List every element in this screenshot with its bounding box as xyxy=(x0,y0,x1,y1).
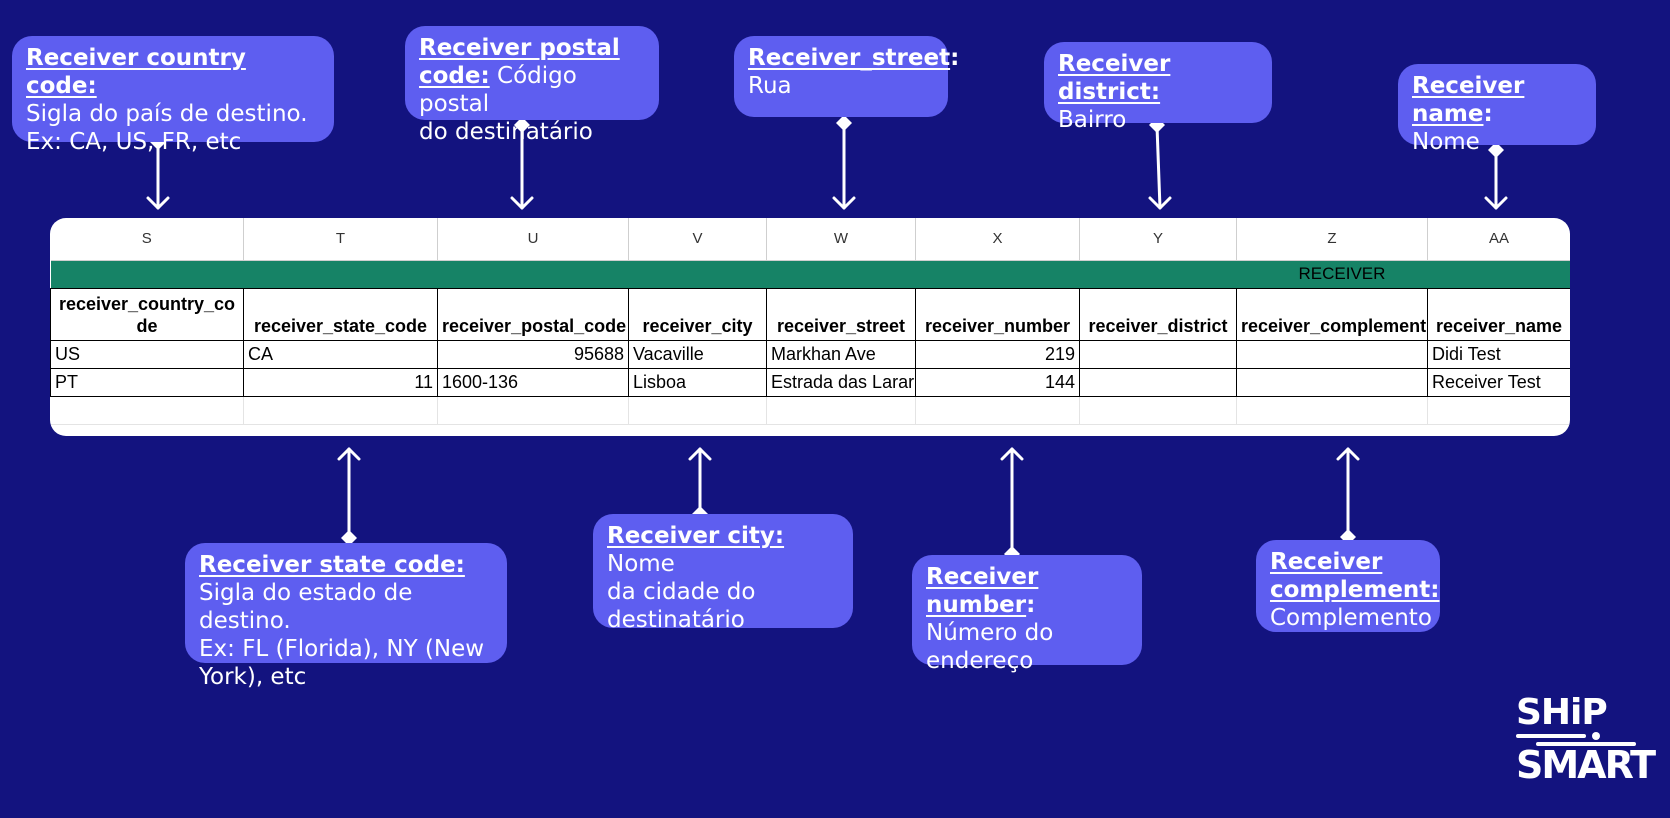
data-cell[interactable]: Estrada das Larar xyxy=(766,367,916,397)
empty-cell[interactable] xyxy=(243,396,438,425)
callout-receiver-postal-code: Receiver postal code: Código postal do d… xyxy=(405,26,659,145)
header-cell[interactable]: receiver_city xyxy=(628,287,767,341)
callout-title: code: xyxy=(419,63,490,89)
data-cell[interactable] xyxy=(1236,339,1428,369)
callout-text: Ex: CA, US, FR, etc xyxy=(26,129,242,155)
callout-text: da cidade do xyxy=(607,579,756,605)
table-row: US CA 95688 Vacaville Markhan Ave 219 Di… xyxy=(50,339,1570,369)
data-cell[interactable]: 11 xyxy=(243,367,438,397)
column-letter[interactable]: Y xyxy=(1079,218,1237,261)
section-header-row: RECEIVER xyxy=(50,260,1570,288)
header-cell[interactable]: receiver_street xyxy=(766,287,916,341)
spreadsheet-table: S T U V W X Y Z AA RECEIVER receiver_cou… xyxy=(50,218,1570,425)
callout-title: complement: xyxy=(1270,577,1440,603)
empty-cell[interactable] xyxy=(437,396,629,425)
data-cell[interactable]: Markhan Ave xyxy=(766,339,916,369)
data-cell[interactable]: 1600-136 xyxy=(437,367,629,397)
header-cell[interactable]: receiver_country_code xyxy=(50,287,244,341)
callout-receiver-city: Receiver city: Nome da cidade do destina… xyxy=(593,514,853,633)
header-cell[interactable]: receiver_complement xyxy=(1236,287,1428,341)
callout-text: Bairro xyxy=(1058,107,1127,133)
callout-title: Receiver district: xyxy=(1058,51,1171,105)
data-cell[interactable]: Didi Test xyxy=(1427,339,1570,369)
callout-title: Receiver country code: xyxy=(26,45,246,99)
header-cell[interactable]: receiver_state_code xyxy=(243,287,438,341)
callout-text: York), etc xyxy=(199,664,307,690)
column-letter[interactable]: U xyxy=(437,218,629,261)
empty-cell[interactable] xyxy=(50,396,244,425)
logo-lines-icon xyxy=(1516,732,1654,746)
callout-receiver-number: Receiver number: Número do endereço xyxy=(912,555,1142,674)
data-cell[interactable] xyxy=(1079,339,1237,369)
callout-title: Receiver state code: xyxy=(199,552,465,578)
callout-text: destinatário xyxy=(607,607,745,633)
logo-text-top: SHiP xyxy=(1516,692,1608,733)
callout-text: Sigla do país de destino. xyxy=(26,101,308,127)
logo-text-bottom: SMART xyxy=(1516,743,1656,787)
empty-cell[interactable] xyxy=(1079,396,1237,425)
callout-suffix: : xyxy=(1026,592,1036,618)
data-cell[interactable] xyxy=(1079,367,1237,397)
column-letter[interactable]: Z xyxy=(1236,218,1428,261)
callout-receiver-country-code: Receiver country code: Sigla do país de … xyxy=(12,36,334,155)
callout-suffix: : xyxy=(950,45,960,71)
callout-receiver-state-code: Receiver state code: Sigla do estado de … xyxy=(185,543,507,690)
shipsmart-logo: SHiP SMART xyxy=(1516,692,1656,787)
data-cell[interactable] xyxy=(1236,367,1428,397)
callout-text: do destinatário xyxy=(419,119,593,145)
header-cell[interactable]: receiver_name xyxy=(1427,287,1570,341)
header-cell[interactable]: receiver_number xyxy=(915,287,1080,341)
callout-receiver-street: Receiver_street: Rua xyxy=(734,36,959,117)
callout-receiver-complement: Receiver complement: Complemento xyxy=(1256,540,1440,632)
section-label[interactable]: RECEIVER xyxy=(1236,260,1570,288)
callout-text: Ex: FL (Florida), NY (New xyxy=(199,636,485,662)
data-cell[interactable]: 219 xyxy=(915,339,1080,369)
callout-title: Receiver name xyxy=(1412,73,1525,127)
column-letter-row: S T U V W X Y Z AA xyxy=(50,218,1570,261)
field-header-row: receiver_country_code receiver_state_cod… xyxy=(50,287,1570,341)
empty-cell[interactable] xyxy=(1236,396,1428,425)
data-cell[interactable]: CA xyxy=(243,339,438,369)
callout-title: Receiver_street xyxy=(748,45,951,71)
spreadsheet: S T U V W X Y Z AA RECEIVER receiver_cou… xyxy=(50,218,1570,436)
callout-title: Receiver postal xyxy=(419,35,620,61)
empty-row xyxy=(50,396,1570,425)
callout-text: Sigla do estado de destino. xyxy=(199,580,413,634)
empty-cell[interactable] xyxy=(1427,396,1570,425)
column-letter[interactable]: S xyxy=(50,218,244,261)
empty-cell[interactable] xyxy=(628,396,767,425)
data-cell[interactable]: 95688 xyxy=(437,339,629,369)
column-letter[interactable]: V xyxy=(628,218,767,261)
table-row: PT 11 1600-136 Lisboa Estrada das Larar … xyxy=(50,367,1570,397)
data-cell[interactable]: Receiver Test xyxy=(1427,367,1570,397)
column-letter[interactable]: AA xyxy=(1427,218,1570,261)
data-cell[interactable]: 144 xyxy=(915,367,1080,397)
callout-text: endereço xyxy=(926,648,1034,674)
column-letter[interactable]: W xyxy=(766,218,916,261)
section-header-fill xyxy=(50,260,1237,288)
callout-text: Número do xyxy=(926,620,1054,646)
callout-text: Nome xyxy=(607,551,675,577)
header-cell[interactable]: receiver_district xyxy=(1079,287,1237,341)
callout-text: Código postal xyxy=(419,63,577,117)
data-cell[interactable]: PT xyxy=(50,367,244,397)
header-cell[interactable]: receiver_postal_code xyxy=(437,287,629,341)
callout-receiver-district: Receiver district: Bairro xyxy=(1044,42,1272,133)
data-cell[interactable]: Vacaville xyxy=(628,339,767,369)
callout-receiver-name: Receiver name: Nome xyxy=(1398,64,1596,155)
empty-cell[interactable] xyxy=(915,396,1080,425)
column-letter[interactable]: T xyxy=(243,218,438,261)
callout-suffix: : xyxy=(1483,101,1493,127)
empty-cell[interactable] xyxy=(766,396,916,425)
data-cell[interactable]: Lisboa xyxy=(628,367,767,397)
callout-text: Complemento xyxy=(1270,605,1432,631)
callout-title: Receiver xyxy=(1270,549,1383,575)
callout-title: Receiver number xyxy=(926,564,1039,618)
data-cell[interactable]: US xyxy=(50,339,244,369)
callout-text: Rua xyxy=(748,73,792,99)
callout-text: Nome xyxy=(1412,129,1480,155)
callout-title: Receiver city: xyxy=(607,523,785,549)
column-letter[interactable]: X xyxy=(915,218,1080,261)
